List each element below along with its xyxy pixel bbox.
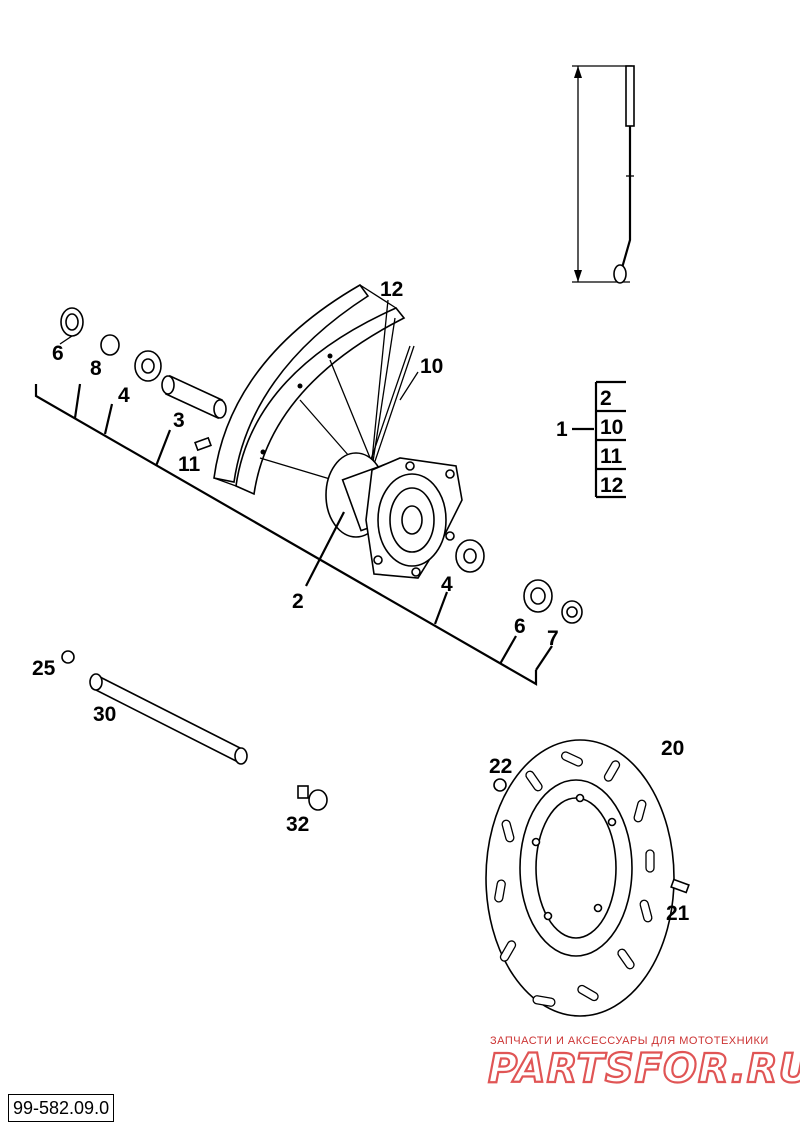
brake-disc-20 bbox=[485, 739, 675, 1017]
assembly-member-2: 2 bbox=[600, 387, 612, 410]
callout-20: 20 bbox=[661, 737, 684, 760]
axis-line bbox=[34, 384, 538, 686]
callout-10-spoke: 10 bbox=[420, 355, 443, 378]
bolt-32 bbox=[297, 785, 328, 811]
bolt-11 bbox=[194, 436, 212, 452]
assembly-bracket: 1 2 10 11 12 bbox=[556, 380, 626, 499]
assembly-member-11: 11 bbox=[600, 445, 623, 468]
hub bbox=[325, 452, 463, 579]
spacer-7 bbox=[561, 600, 583, 624]
seal-6-left bbox=[60, 307, 84, 337]
watermark: ЗАПЧАСТИ И АКСЕССУАРЫ ДЛЯ МОТОТЕХНИКИ PA… bbox=[487, 1035, 800, 1093]
assembly-member-12: 12 bbox=[600, 474, 623, 497]
callout-12-rim: 12 bbox=[380, 278, 403, 301]
callout-30: 30 bbox=[93, 703, 116, 726]
nut-22 bbox=[493, 778, 507, 792]
callout-4-right: 4 bbox=[441, 573, 453, 596]
watermark-brand: PARTSFOR.RU bbox=[488, 1046, 800, 1092]
callout-22: 22 bbox=[489, 755, 512, 778]
callout-32: 32 bbox=[286, 813, 309, 836]
bearing-4-right bbox=[455, 539, 485, 573]
callout-25: 25 bbox=[32, 657, 56, 680]
callout-4-left: 4 bbox=[118, 384, 130, 407]
assembly-member-10: 10 bbox=[600, 416, 623, 439]
rim bbox=[213, 283, 406, 496]
callout-7: 7 bbox=[547, 627, 559, 650]
bearing-4-left bbox=[134, 350, 162, 382]
axle-30 bbox=[89, 673, 248, 765]
callout-6-left: 6 bbox=[52, 342, 64, 365]
callout-3: 3 bbox=[173, 409, 185, 432]
callout-6-right: 6 bbox=[514, 615, 526, 638]
callout-8: 8 bbox=[90, 357, 102, 380]
callout-11: 11 bbox=[178, 453, 201, 476]
seal-6-right bbox=[523, 579, 553, 613]
callout-21: 21 bbox=[666, 902, 690, 925]
nut-25 bbox=[61, 650, 75, 664]
callout-2-hub: 2 bbox=[292, 590, 304, 613]
bolt-21 bbox=[670, 878, 690, 894]
spoke-length-drawing bbox=[572, 65, 635, 284]
spacer-tube-3 bbox=[161, 374, 227, 420]
spacer-8 bbox=[100, 334, 120, 356]
assembly-parent-label: 1 bbox=[556, 418, 568, 441]
drawing-code: 99-582.09.0 bbox=[8, 1094, 115, 1122]
watermark-tagline: ЗАПЧАСТИ И АКСЕССУАРЫ ДЛЯ МОТОТЕХНИКИ bbox=[490, 1035, 769, 1047]
